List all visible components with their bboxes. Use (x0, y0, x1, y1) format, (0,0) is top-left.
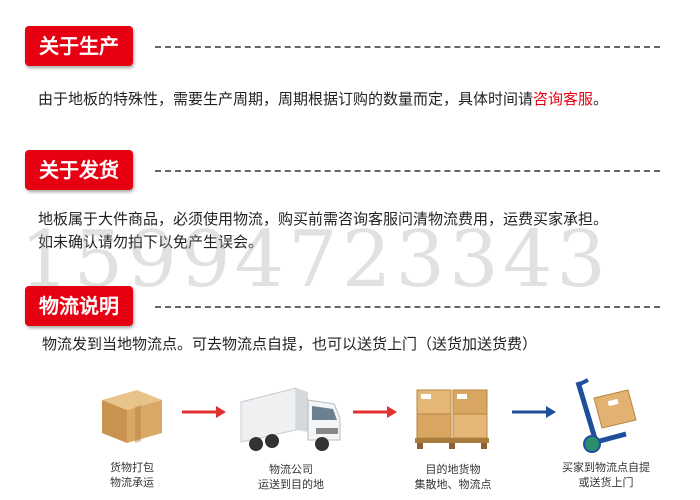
step-transport: 物流公司 运送到目的地 (246, 462, 336, 492)
step-pickup: 买家到物流点自提 或送货上门 (549, 460, 663, 490)
cardboard-box-icon (97, 385, 167, 445)
section-title-production: 关于生产 (25, 26, 133, 66)
step-transport-line1: 物流公司 (269, 463, 313, 476)
arrow-right-icon (351, 404, 399, 424)
section-header-shipping: 关于发货 (25, 148, 700, 192)
production-text: 由于地板的特殊性，需要生产周期，周期根据订购的数量而定，具体时间请咨询客服。 (38, 88, 608, 110)
divider (155, 46, 660, 48)
step-depot: 目的地货物 集散地、物流点 (408, 462, 498, 492)
arrow-right-icon (510, 404, 558, 424)
arrow-right-icon (180, 404, 228, 424)
production-text-end: 。 (593, 90, 609, 108)
step-depot-line2: 集散地、物流点 (414, 478, 492, 491)
consult-service-link[interactable]: 咨询客服 (533, 90, 594, 108)
step-pack: 货物打包 物流承运 (92, 460, 172, 490)
divider (155, 306, 660, 308)
section-header-logistics: 物流说明 (25, 284, 700, 328)
hand-truck-icon (566, 376, 646, 456)
step-pickup-line1: 买家到物流点自提 (562, 461, 650, 474)
pallet-boxes-icon (413, 382, 493, 452)
section-title-logistics: 物流说明 (25, 286, 133, 326)
divider (155, 170, 660, 172)
shipping-text-line2: 如未确认请勿拍下以免产生误会。 (38, 233, 264, 251)
shipping-text-line1: 地板属于大件商品，必须使用物流，购买前需咨询客服问清物流费用，运费买家承担。 (38, 210, 609, 228)
step-pickup-line2: 或送货上门 (578, 476, 634, 489)
step-pack-line1: 货物打包 (110, 461, 154, 474)
production-text-main: 由于地板的特殊性，需要生产周期，周期根据订购的数量而定，具体时间请 (38, 90, 534, 108)
truck-icon (236, 380, 346, 455)
step-depot-line1: 目的地货物 (425, 463, 481, 476)
section-header-production: 关于生产 (25, 24, 700, 68)
step-pack-line2: 物流承运 (110, 476, 154, 489)
logistics-text: 物流发到当地物流点。可去物流点自提，也可以送货上门（送货加送货费） (42, 335, 538, 353)
step-transport-line2: 运送到目的地 (258, 478, 324, 491)
section-title-shipping: 关于发货 (25, 150, 133, 190)
